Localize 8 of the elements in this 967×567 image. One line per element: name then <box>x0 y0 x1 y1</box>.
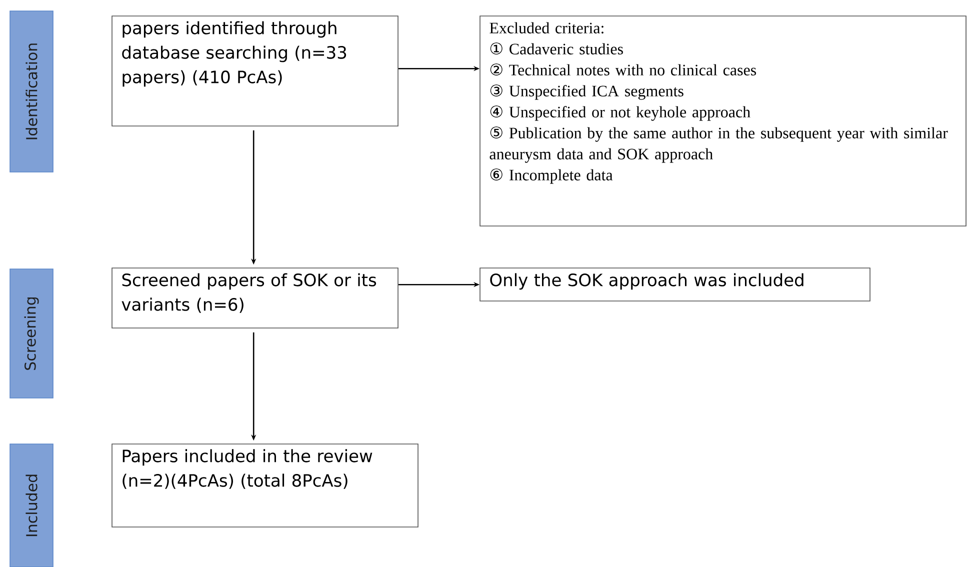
criteria-box: Excluded criteria: ① Cadaveric studies ② Technical notes with no clinical cases ③ Unspecified ICA segments ④ Unspecified or not keyhole approach ⑤ Publication by the same author in the subsequent year with similar aneurysm data and SOK approach ⑥ Incomplete data <box>480 16 966 226</box>
stage-band: Identification <box>10 10 54 172</box>
stage-band: Screening <box>10 268 54 398</box>
process-box: papers identified through database searching (n=33 papers) (410 PcAs) <box>112 16 398 126</box>
process-box: Only the SOK approach was included <box>480 268 870 302</box>
process-box: Papers included in the review (n=2)(4PcAs) (total 8PcAs) <box>112 444 418 528</box>
process-box: Screened papers of SOK or its variants (n=6) <box>112 268 398 328</box>
stage-band: Included <box>10 444 54 567</box>
